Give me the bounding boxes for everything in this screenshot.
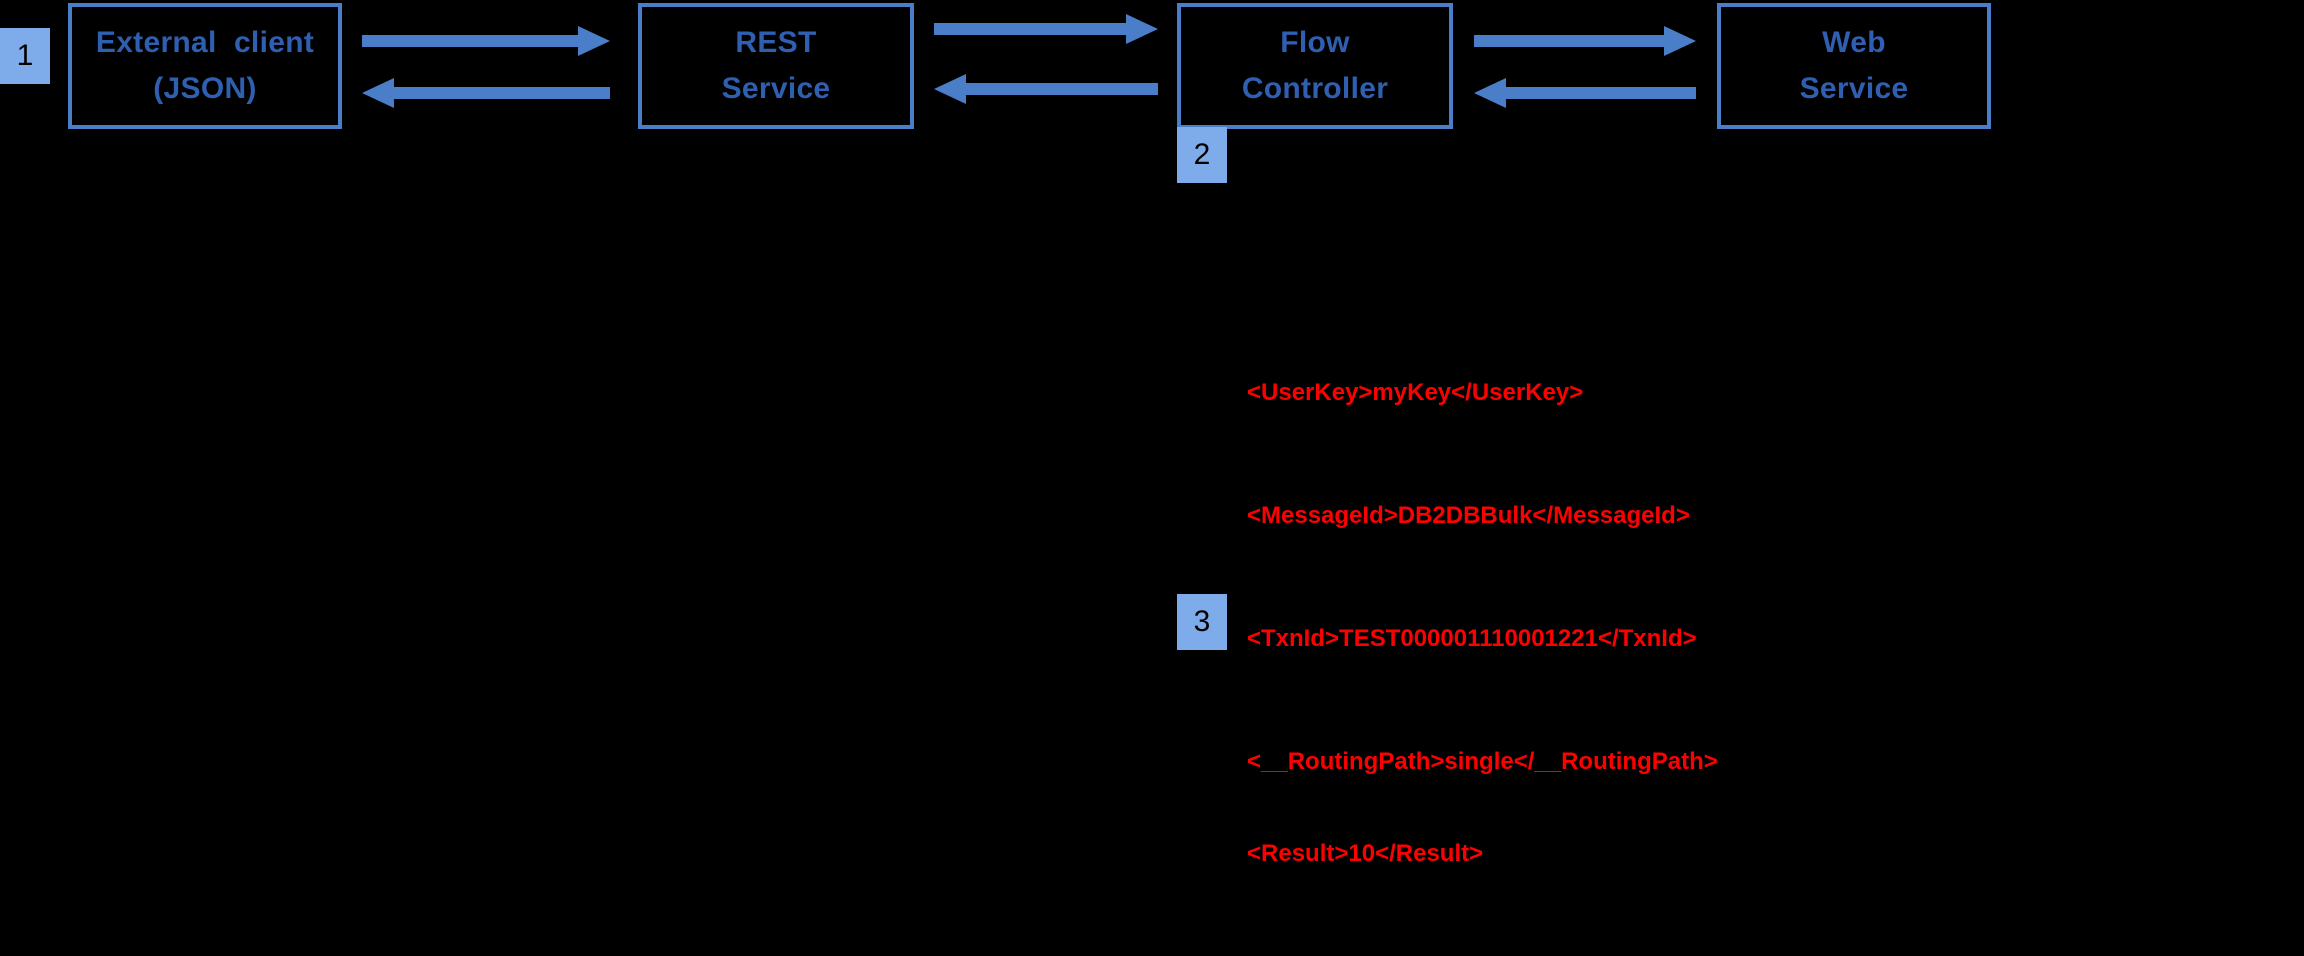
step-badge-1[interactable]: 1: [0, 28, 50, 84]
arrow-left-flow-to-rest-icon: [934, 72, 1158, 106]
step-badge-3[interactable]: 3: [1177, 594, 1227, 650]
step-badge-2[interactable]: 2: [1177, 127, 1227, 183]
step-badge-2-label: 2: [1193, 138, 1211, 171]
node-web-service-line-2: Service: [1799, 72, 1909, 105]
node-web-service-line-1: Web: [1822, 26, 1886, 60]
node-external-client-line-2: (JSON): [153, 72, 257, 105]
node-flow-controller[interactable]: Flow Controller: [1177, 3, 1453, 129]
arrow-left-rest-to-client-icon: [362, 76, 610, 110]
payload-request-line-1: <UserKey>myKey</UserKey>: [1247, 379, 1584, 406]
node-external-client-line-1: External client: [95, 26, 315, 60]
payload-request-line-4: <__RoutingPath>single</__RoutingPath>: [1247, 748, 1718, 775]
arrow-right-rest-to-flow-icon: [934, 12, 1158, 46]
step-badge-3-label: 3: [1193, 605, 1211, 638]
arrow-right-client-to-rest-icon: [362, 24, 610, 58]
node-flow-controller-line-2: Controller: [1241, 72, 1389, 105]
payload-request-line-2: <MessageId>DB2DBBulk</MessageId>: [1247, 502, 1690, 529]
payload-result-block: <Result>10</Result>: [1247, 751, 1483, 956]
node-rest-service-line-2: Service: [721, 72, 831, 105]
arrow-left-web-to-flow-icon: [1474, 76, 1696, 110]
node-flow-controller-line-1: Flow: [1280, 26, 1350, 60]
payload-request-block: <UserKey>myKey</UserKey> <MessageId>DB2D…: [1247, 290, 1718, 864]
payload-result-line-1: <Result>10</Result>: [1247, 840, 1484, 867]
node-rest-service-line-1: REST: [735, 26, 817, 60]
node-rest-service[interactable]: REST Service: [638, 3, 914, 129]
arrow-right-flow-to-web-icon: [1474, 24, 1696, 58]
step-badge-1-label: 1: [16, 39, 34, 72]
node-web-service[interactable]: Web Service: [1717, 3, 1991, 129]
node-external-client[interactable]: External client (JSON): [68, 3, 342, 129]
payload-request-line-3: <TxnId>TEST000001110001221</TxnId>: [1247, 625, 1697, 652]
